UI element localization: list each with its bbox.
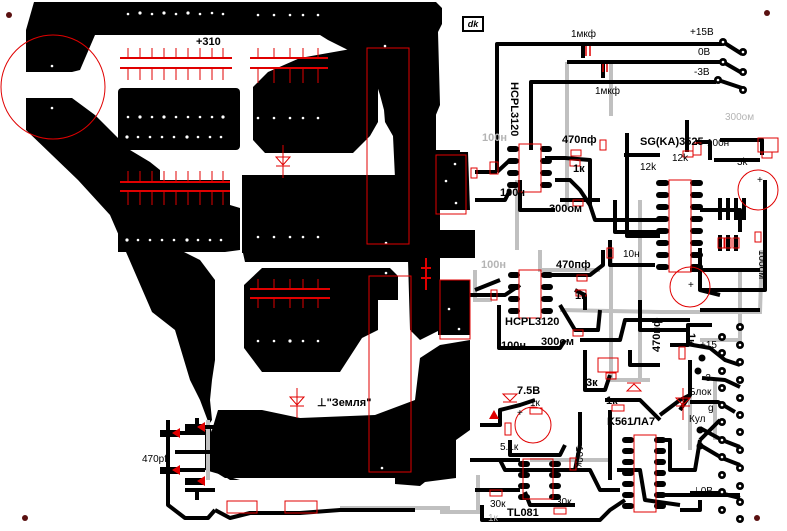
label-hcpl-lower: HCPL3120	[505, 316, 560, 328]
label-logic-1k: 1к	[606, 395, 618, 407]
polarity-mark: +	[757, 175, 763, 186]
label-rail-0v: 0В	[698, 47, 711, 58]
label-fb-100k: 100к	[573, 446, 584, 468]
label-upper-1k: 1к	[573, 163, 585, 175]
copper-pours	[26, 2, 475, 486]
label-upper-100n-a: 100н	[482, 132, 507, 144]
k561la7-pads	[622, 437, 666, 509]
label-fb-7v5: 7.5В	[517, 385, 541, 397]
shunt-upper-outline	[366, 47, 410, 245]
label-lower-300om: 300ом	[541, 336, 575, 348]
sg3525-outline	[668, 179, 692, 273]
drill-holes	[50, 11, 461, 470]
label-snubber-cap: 470pf	[142, 454, 168, 465]
silkscreen	[0, 34, 779, 515]
connector-strip	[694, 40, 745, 523]
label-sg-12k-b: 12k	[640, 162, 657, 173]
label-tl081: TL081	[507, 507, 539, 519]
label-fb-1k-grey: 1к	[488, 513, 498, 524]
label-rail-minus3: -3В	[694, 67, 710, 78]
label-conn-plus15: +15	[700, 340, 717, 351]
mains-terminal-outline	[0, 34, 106, 140]
label-conn-g: g	[708, 403, 714, 414]
label-lower-470pf: 470пф	[556, 259, 591, 271]
label-fb-5k1: 5.1к	[500, 442, 519, 453]
label-conn-kul: Кул	[689, 414, 706, 425]
trace-plus15	[495, 42, 722, 170]
label-conn-0v: ⊥0В	[692, 486, 713, 497]
signal-traces	[160, 42, 767, 522]
driver-upper-pad-pour	[437, 152, 470, 210]
label-sg-100n: 100н	[707, 138, 730, 149]
sg3525-pads	[656, 180, 703, 270]
snubber-diodes	[172, 410, 499, 486]
k561la7-outline	[633, 434, 657, 513]
label-sg-100om: 100ом	[756, 250, 767, 280]
driver-lower-pad-pour	[438, 280, 470, 335]
label-sg3525: SG(KA)3525	[640, 136, 704, 148]
tl081-outline	[522, 458, 554, 500]
label-sg-3k-b: 3к	[586, 377, 598, 389]
label-k561la7: K561ЛА7	[607, 416, 656, 428]
label-hcpl-upper: HCPL3120	[508, 82, 520, 137]
label-bus-310: +310	[196, 36, 221, 48]
label-fb-30k-a: 30к	[490, 499, 506, 510]
label-sg-3k: 3k	[737, 157, 748, 168]
left-arm-pour	[26, 98, 240, 480]
label-sg-470pf: 470пф	[651, 317, 663, 352]
label-lower-1k: 1к	[575, 290, 587, 302]
top-bus-pour	[26, 2, 442, 180]
cap-bank-1	[118, 88, 240, 150]
mounting-holes	[6, 10, 770, 521]
pads	[160, 38, 747, 509]
label-upper-100n-b: 100н	[500, 187, 525, 199]
shunt-lower-outline	[368, 275, 412, 473]
hcpl-upper-outline	[518, 143, 542, 193]
polarity-mark: +	[688, 280, 694, 291]
label-sg-12k-a: 12k	[672, 153, 689, 164]
transistor-upper-pour	[253, 43, 395, 153]
label-fb-30k-b: 30к	[556, 497, 572, 508]
label-sg-10n: 10н	[623, 249, 640, 260]
transistor-lower-pour	[244, 268, 398, 372]
label-conn-minus3: -3	[702, 373, 711, 384]
label-sg-300om: 300ом	[725, 112, 755, 123]
label-upper-300om: 300ом	[549, 203, 583, 215]
polarity-mark: +	[517, 408, 523, 419]
ground-pour	[212, 340, 470, 486]
label-lower-100n-b: 100н	[501, 340, 526, 352]
hcpl-lower-outline	[518, 269, 542, 319]
trace-minus3	[529, 80, 716, 150]
logo-badge: dk	[462, 16, 484, 32]
mid-left-pour	[118, 180, 240, 252]
label-sg-1k: 1к	[685, 333, 697, 345]
label-lower-100n-a: 100н	[481, 259, 506, 271]
label-cap-top: 1мкф	[571, 29, 597, 40]
smd-parts	[226, 137, 779, 515]
label-upper-470pf: 470пф	[562, 134, 597, 146]
label-conn-blok: Блок	[689, 387, 712, 398]
label-fb-1k: 1к	[530, 398, 540, 409]
label-cap-bottom: 1мкф	[595, 86, 621, 97]
label-ground: ⊥"Земля"	[317, 397, 372, 409]
label-rail-plus15: +15В	[690, 27, 714, 38]
